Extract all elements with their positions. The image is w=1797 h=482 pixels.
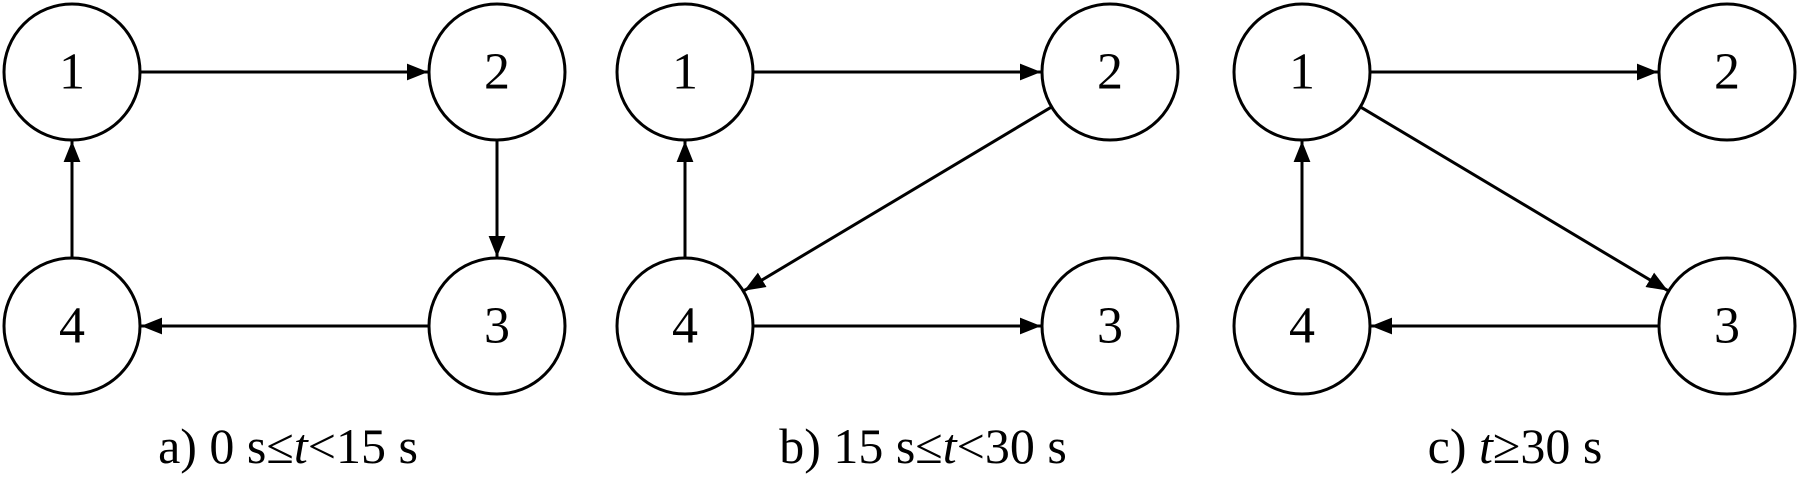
node-3: 3 bbox=[1040, 256, 1180, 396]
node-1: 1 bbox=[615, 2, 755, 142]
node-1: 1 bbox=[1232, 2, 1372, 142]
node-label: 1 bbox=[1289, 44, 1315, 101]
panel-a-caption-suffix: <15 s bbox=[308, 418, 418, 474]
panel-c-caption: c) t≥30 s bbox=[1428, 418, 1603, 474]
panel-a-caption-var: t bbox=[294, 418, 309, 474]
edge-2-to-4 bbox=[743, 105, 1053, 292]
node-label: 3 bbox=[484, 298, 510, 355]
node-label: 1 bbox=[59, 44, 85, 101]
panel-c-edges bbox=[1293, 63, 1669, 335]
panel-b-caption-prefix: b) 15 s≤ bbox=[779, 418, 943, 474]
panel-a-caption-prefix: a) 0 s≤ bbox=[158, 418, 294, 474]
panel-b-caption-suffix: <30 s bbox=[957, 418, 1067, 474]
panel-a-caption: a) 0 s≤t<15 s bbox=[158, 418, 418, 474]
panel-c-caption-prefix: c) bbox=[1428, 418, 1479, 474]
node-2: 2 bbox=[427, 2, 567, 142]
panel-c-caption-suffix: ≥30 s bbox=[1493, 418, 1602, 474]
node-label: 2 bbox=[1097, 44, 1123, 101]
panel-b-caption-var: t bbox=[943, 418, 958, 474]
panel-c-nodes: 1 2 3 4 bbox=[1232, 2, 1797, 396]
edge-1-to-3 bbox=[1359, 105, 1669, 292]
node-circle bbox=[427, 256, 567, 396]
node-label: 3 bbox=[1714, 298, 1740, 355]
node-circle bbox=[1040, 256, 1180, 396]
panel-b: 1 2 3 4 b) 15 s≤t<30 s bbox=[615, 2, 1180, 474]
panel-a-edges bbox=[63, 63, 506, 335]
node-circle bbox=[1232, 256, 1372, 396]
node-2: 2 bbox=[1657, 2, 1797, 142]
node-label: 2 bbox=[1714, 44, 1740, 101]
panel-b-nodes: 1 2 3 4 bbox=[615, 2, 1180, 396]
panel-c-caption-var: t bbox=[1479, 418, 1494, 474]
node-label: 1 bbox=[672, 44, 698, 101]
node-circle bbox=[615, 2, 755, 142]
node-3: 3 bbox=[427, 256, 567, 396]
node-circle bbox=[1657, 256, 1797, 396]
node-4: 4 bbox=[615, 256, 755, 396]
panel-a: 1 2 3 4 a) 0 s≤t<15 s bbox=[2, 2, 567, 474]
node-circle bbox=[615, 256, 755, 396]
node-2: 2 bbox=[1040, 2, 1180, 142]
node-3: 3 bbox=[1657, 256, 1797, 396]
node-label: 4 bbox=[59, 298, 85, 355]
panel-a-nodes: 1 2 3 4 bbox=[2, 2, 567, 396]
node-circle bbox=[2, 2, 142, 142]
panel-c: 1 2 3 4 c) t≥30 s bbox=[1232, 2, 1797, 474]
node-label: 4 bbox=[1289, 298, 1315, 355]
node-circle bbox=[1657, 2, 1797, 142]
node-circle bbox=[2, 256, 142, 396]
node-label: 4 bbox=[672, 298, 698, 355]
node-4: 4 bbox=[2, 256, 142, 396]
node-circle bbox=[1040, 2, 1180, 142]
panel-b-caption: b) 15 s≤t<30 s bbox=[779, 418, 1067, 474]
node-label: 3 bbox=[1097, 298, 1123, 355]
node-1: 1 bbox=[2, 2, 142, 142]
node-4: 4 bbox=[1232, 256, 1372, 396]
node-circle bbox=[427, 2, 567, 142]
node-circle bbox=[1232, 2, 1372, 142]
node-label: 2 bbox=[484, 44, 510, 101]
panel-b-edges bbox=[676, 63, 1053, 335]
